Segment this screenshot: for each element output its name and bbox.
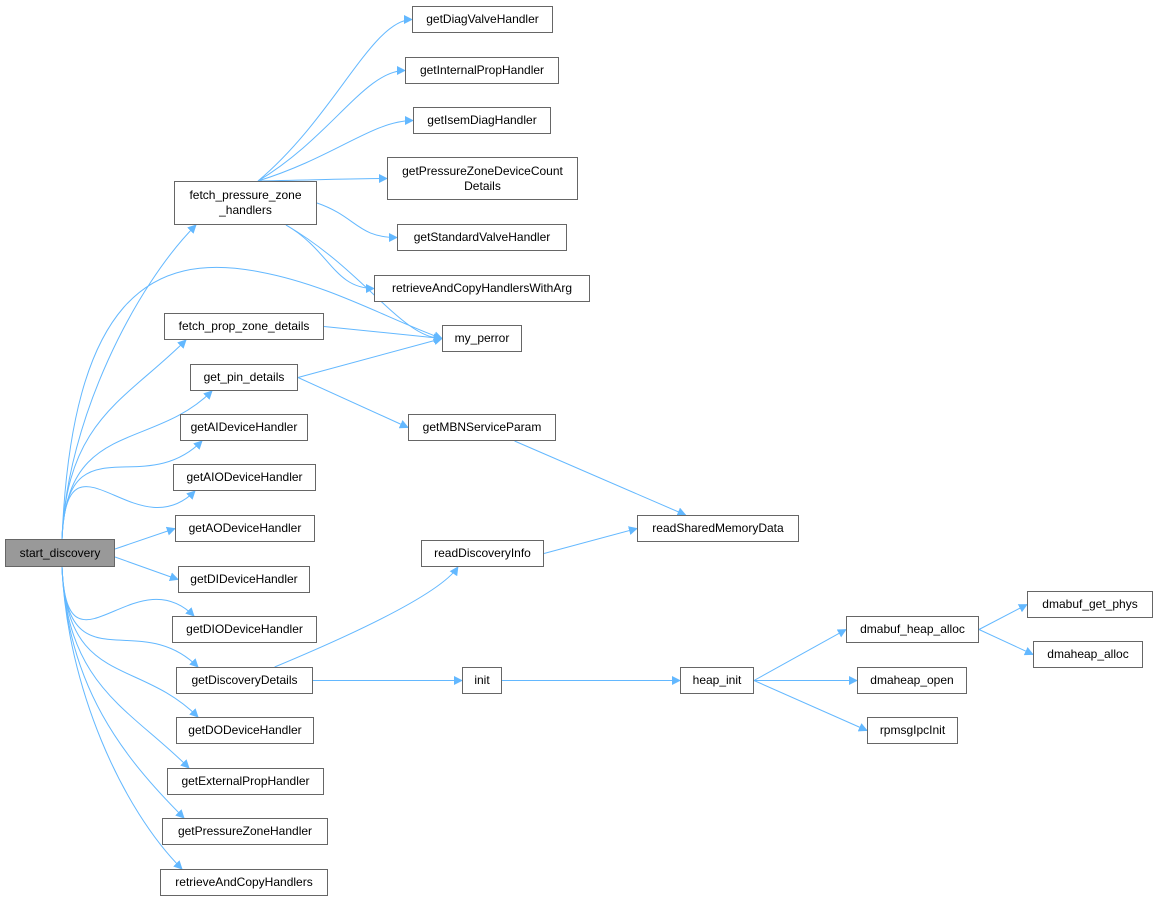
edge-fetch_pressure_zone_handlers-to-getInternalPropHandler <box>257 66 406 182</box>
edge-start_discovery-to-fetch_pressure_zone_handlers <box>61 224 197 540</box>
edge-get_pin_details-to-my_perror <box>297 336 443 378</box>
node-rpmsgIpcInit[interactable]: rpmsgIpcInit <box>867 717 958 744</box>
node-getDODeviceHandler[interactable]: getDODeviceHandler <box>176 717 314 744</box>
edge-start_discovery-to-my_perror <box>61 266 443 540</box>
edge-heap_init-to-rpmsgIpcInit <box>753 680 868 732</box>
edge-get_pin_details-to-getMBNServiceParam <box>297 377 409 429</box>
node-heap_init[interactable]: heap_init <box>680 667 754 694</box>
edge-dmabuf_heap_alloc-to-dmaheap_alloc <box>978 629 1034 656</box>
edge-start_discovery-to-getPressureZoneHandler <box>61 566 185 819</box>
node-readDiscoveryInfo[interactable]: readDiscoveryInfo <box>421 540 544 567</box>
edge-readDiscoveryInfo-to-readSharedMemoryData <box>543 526 638 554</box>
edge-fetch_prop_zone_details-to-my_perror <box>323 326 443 343</box>
edge-fetch_pressure_zone_handlers-to-getDiagValveHandler <box>257 15 413 182</box>
node-getDIODeviceHandler[interactable]: getDIODeviceHandler <box>172 616 317 643</box>
node-dmaheap_alloc[interactable]: dmaheap_alloc <box>1033 641 1143 668</box>
edge-fetch_pressure_zone_handlers-to-getIsemDiagHandler <box>257 116 414 182</box>
node-getAIODeviceHandler[interactable]: getAIODeviceHandler <box>173 464 316 491</box>
node-retrieveAndCopyHandlers[interactable]: retrieveAndCopyHandlers <box>160 869 328 896</box>
node-fetch_pressure_zone_handlers[interactable]: fetch_pressure_zone _handlers <box>174 181 317 225</box>
edge-heap_init-to-dmabuf_heap_alloc <box>753 629 847 681</box>
edge-start_discovery-to-getDiscoveryDetails <box>61 566 199 668</box>
node-start_discovery[interactable]: start_discovery <box>5 539 115 567</box>
edge-getDiscoveryDetails-to-readDiscoveryInfo <box>274 566 459 668</box>
edge-start_discovery-to-getDODeviceHandler <box>61 566 199 718</box>
node-getStandardValveHandler[interactable]: getStandardValveHandler <box>397 224 567 251</box>
edge-getMBNServiceParam-to-readSharedMemoryData <box>514 440 687 516</box>
node-getPressureZoneDeviceCountDetails[interactable]: getPressureZoneDeviceCount Details <box>387 157 578 200</box>
edge-start_discovery-to-getDIODeviceHandler <box>61 566 195 621</box>
node-dmaheap_open[interactable]: dmaheap_open <box>857 667 967 694</box>
node-dmabuf_heap_alloc[interactable]: dmabuf_heap_alloc <box>846 616 979 643</box>
edge-dmabuf_heap_alloc-to-dmabuf_get_phys <box>978 604 1028 630</box>
node-retrieveAndCopyHandlersWithArg[interactable]: retrieveAndCopyHandlersWithArg <box>374 275 590 302</box>
edge-start_discovery-to-getAIODeviceHandler <box>61 486 196 540</box>
node-getIsemDiagHandler[interactable]: getIsemDiagHandler <box>413 107 551 134</box>
node-get_pin_details[interactable]: get_pin_details <box>190 364 298 391</box>
node-getDIDeviceHandler[interactable]: getDIDeviceHandler <box>178 566 310 593</box>
node-getAODeviceHandler[interactable]: getAODeviceHandler <box>175 515 315 542</box>
edge-start_discovery-to-getExternalPropHandler <box>61 566 190 769</box>
node-getMBNServiceParam[interactable]: getMBNServiceParam <box>408 414 556 441</box>
node-getPressureZoneHandler[interactable]: getPressureZoneHandler <box>162 818 328 845</box>
edge-fetch_pressure_zone_handlers-to-getPressureZoneDeviceCountDetails <box>257 174 388 184</box>
node-getDiscoveryDetails[interactable]: getDiscoveryDetails <box>176 667 313 694</box>
edge-start_discovery-to-retrieveAndCopyHandlers <box>61 566 183 870</box>
edge-fetch_pressure_zone_handlers-to-getStandardValveHandler <box>316 202 398 242</box>
node-dmabuf_get_phys[interactable]: dmabuf_get_phys <box>1027 591 1153 618</box>
node-getInternalPropHandler[interactable]: getInternalPropHandler <box>405 57 559 84</box>
node-getExternalPropHandler[interactable]: getExternalPropHandler <box>167 768 324 795</box>
node-fetch_prop_zone_details[interactable]: fetch_prop_zone_details <box>164 313 324 340</box>
edge-start_discovery-to-fetch_prop_zone_details <box>61 339 187 540</box>
node-readSharedMemoryData[interactable]: readSharedMemoryData <box>637 515 799 542</box>
edge-fetch_pressure_zone_handlers-to-retrieveAndCopyHandlersWithArg <box>285 224 375 293</box>
node-getAIDeviceHandler[interactable]: getAIDeviceHandler <box>180 414 308 441</box>
node-getDiagValveHandler[interactable]: getDiagValveHandler <box>412 6 553 33</box>
edge-start_discovery-to-getAODeviceHandler <box>114 526 176 550</box>
node-init[interactable]: init <box>462 667 502 694</box>
node-my_perror[interactable]: my_perror <box>442 325 522 352</box>
edge-start_discovery-to-getDIDeviceHandler <box>114 556 179 582</box>
